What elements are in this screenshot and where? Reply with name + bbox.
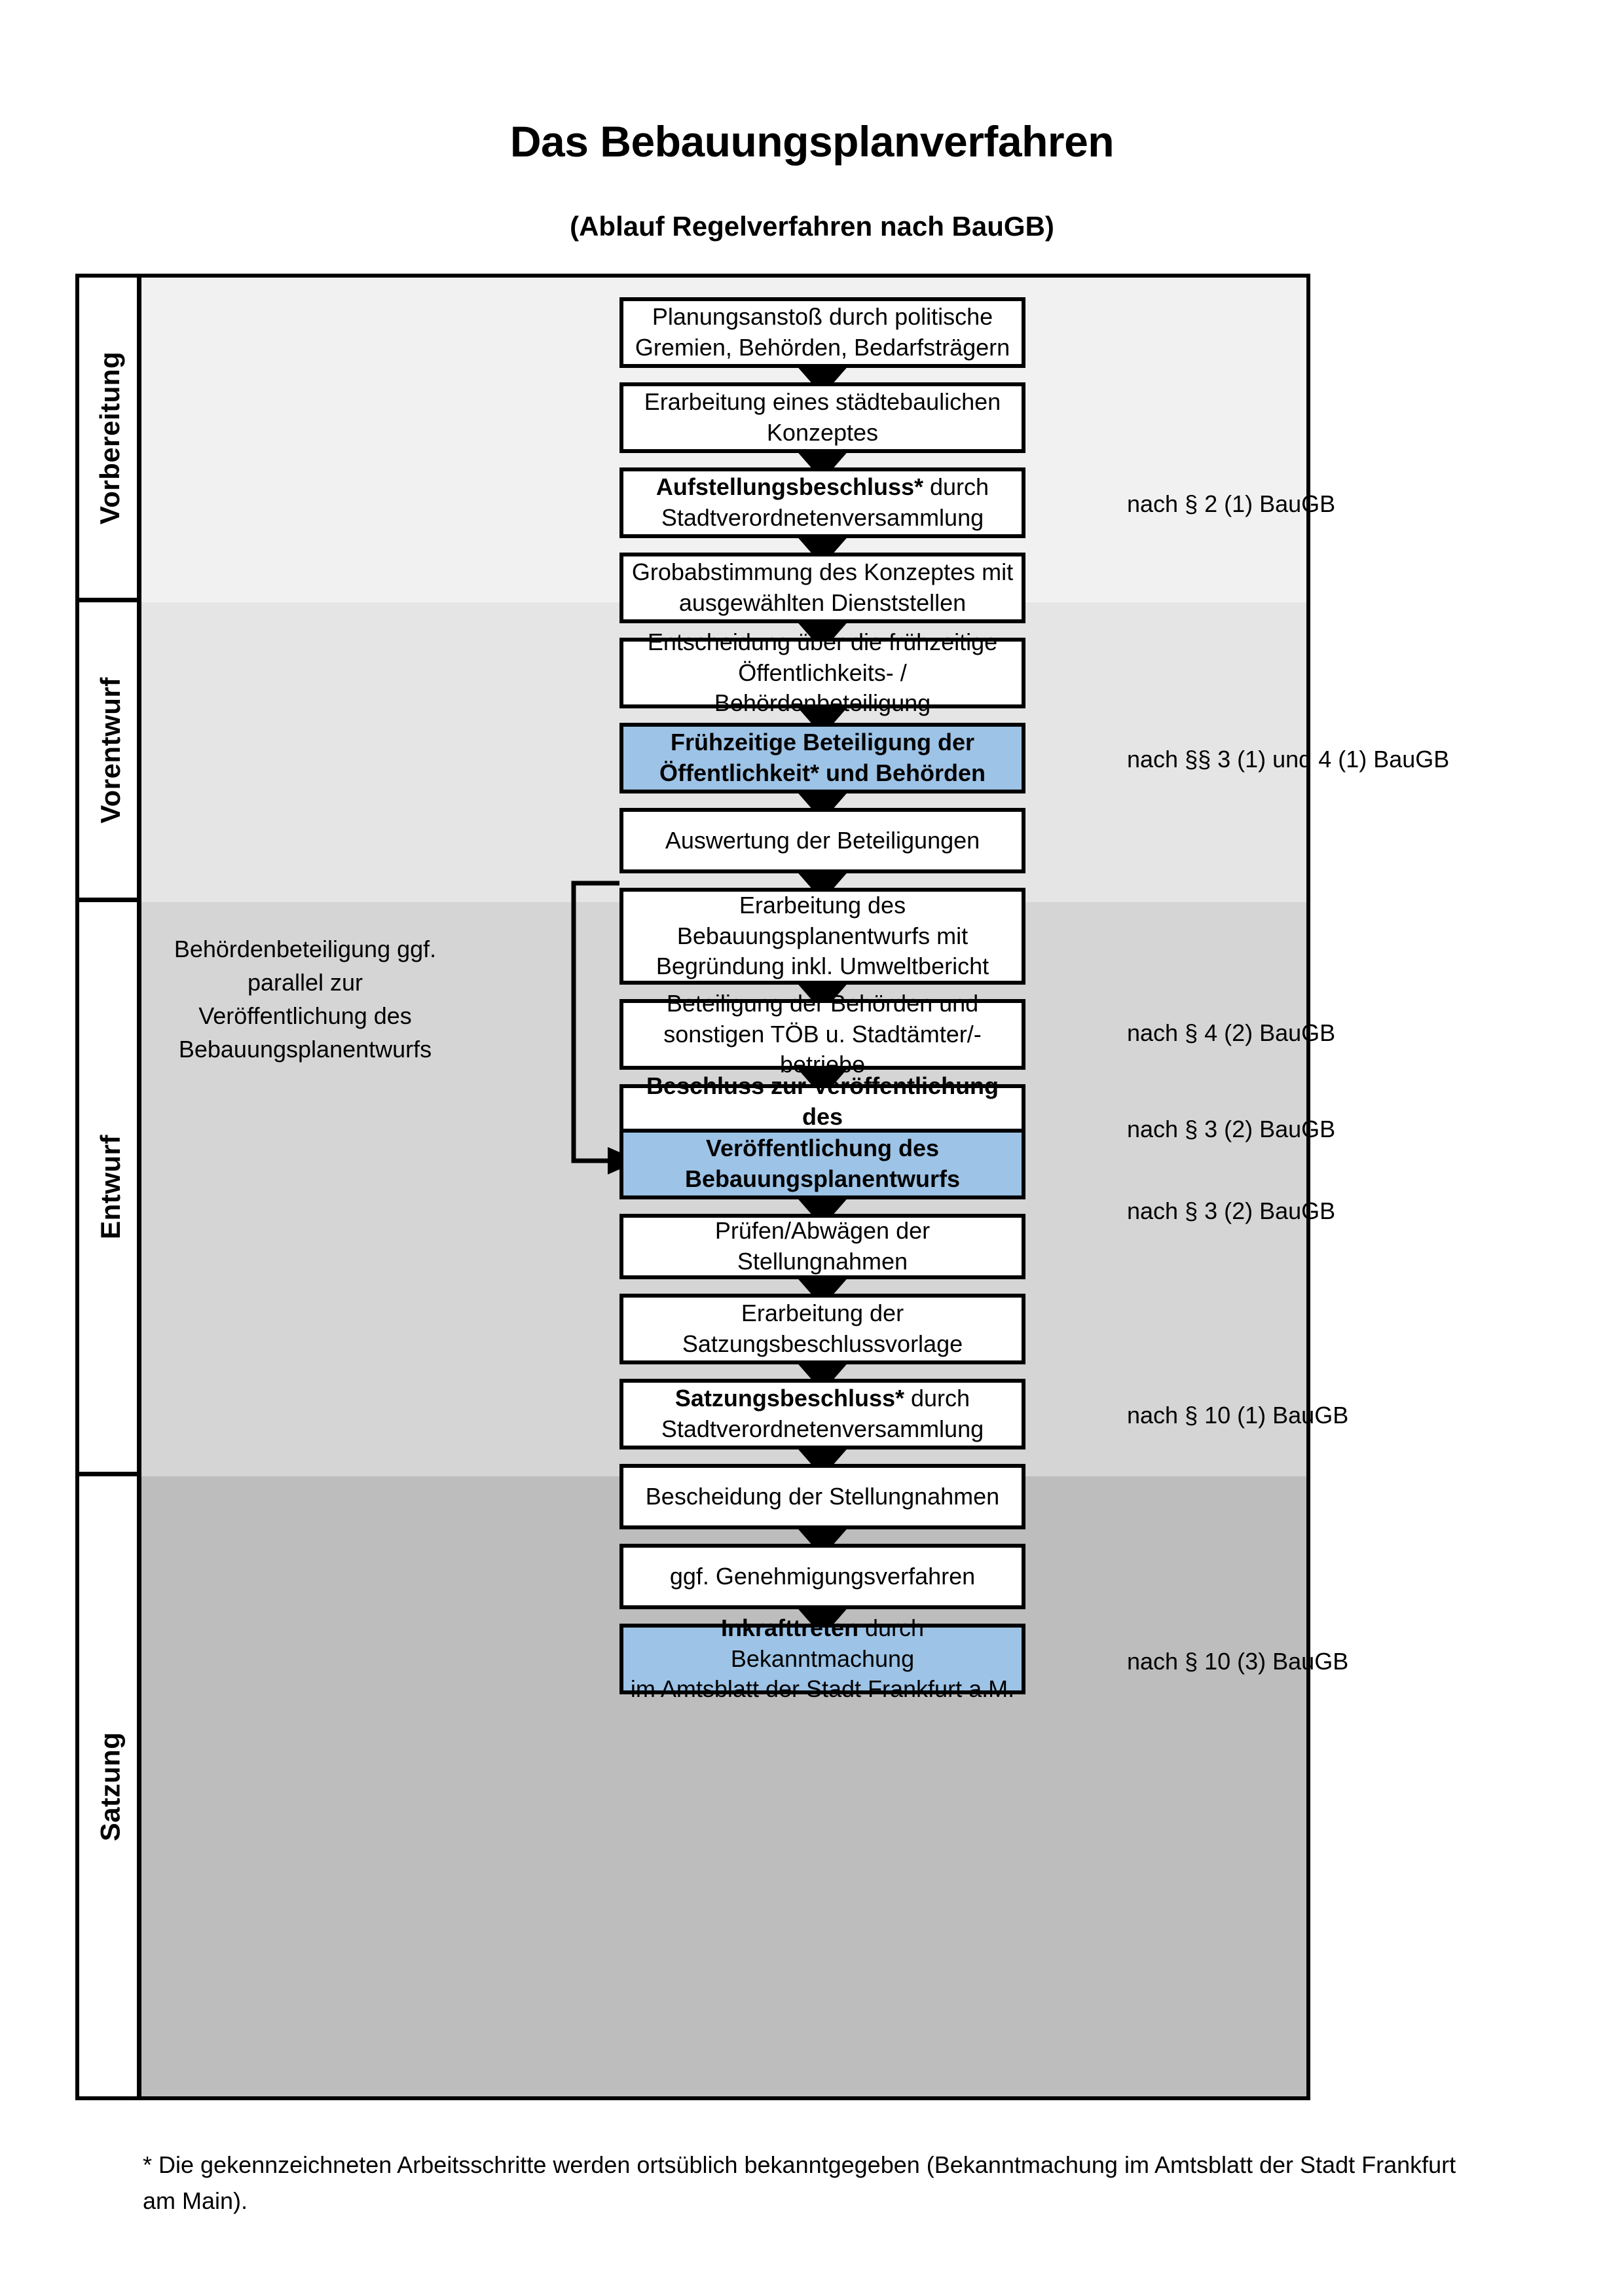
footnote-text: * Die gekennzeichneten Arbeitsschritte w…: [143, 2151, 1456, 2214]
step-box-beteiligung-behoerden-toeb[interactable]: Beteiligung der Behörden und sonstigen T…: [619, 990, 1025, 1078]
step-6-line-2: Öffentlichkeit* und Behörden: [659, 759, 986, 786]
step-16-line-1: ggf. Genehmigungsverfahren: [669, 1562, 976, 1590]
step-17-bold: Inkrafttreten: [720, 1614, 858, 1641]
step-2-line-1: Erarbeitung eines städtebaulichen: [644, 388, 1001, 416]
step-12-line-1: Prüfen/Abwägen der Stellungnahmen: [714, 1217, 931, 1275]
step-box-aufstellungsbeschluss[interactable]: Aufstellungsbeschluss* durch Stadtverord…: [619, 467, 1025, 538]
step-box-auswertung-beteiligungen[interactable]: Auswertung der Beteiligungen: [619, 808, 1025, 873]
step-box-erarbeitung-satzungsbeschlussvorlage[interactable]: Erarbeitung der Satzungsbeschlussvorlage: [619, 1294, 1025, 1364]
step-4-line-1: Grobabstimmung des Konzeptes mit: [631, 558, 1014, 586]
law-note-7: nach § 10 (3) BauGB: [1127, 1648, 1349, 1675]
phase-cell-vorbereitung: Vorbereitung: [79, 278, 141, 602]
step-box-veroeffentlichung-bebauungsplanentwurf[interactable]: Veröffentlichung des Bebauungsplanentwur…: [619, 1129, 1025, 1199]
side-note-line-3: Veröffentlichung des: [198, 1002, 412, 1030]
step-box-pruefen-abwaegen[interactable]: Prüfen/Abwägen der Stellungnahmen: [619, 1214, 1025, 1279]
step-13-line-2: Satzungsbeschlussvorlage: [682, 1330, 963, 1357]
step-box-satzungsbeschluss[interactable]: Satzungsbeschluss* durch Stadtverordnete…: [619, 1379, 1025, 1449]
step-10-line-1: Beschluss zur Veröffentlichung des: [646, 1072, 999, 1131]
step-4-line-2: ausgewählten Dienststellen: [678, 589, 967, 616]
step-9-line-2: sonstigen TÖB u. Stadtämter/-betriebe: [663, 1020, 982, 1078]
step-2-line-2: Konzeptes: [766, 419, 879, 446]
step-7-line-1: Auswertung der Beteiligungen: [665, 826, 980, 854]
phase-label-satzung: Satzung: [94, 1732, 126, 1841]
step-11-line-1: Veröffentlichung des: [705, 1135, 940, 1162]
step-9-line-1: Beteiligung der Behörden und: [666, 989, 979, 1017]
step-14-line-2: Stadtverordnetenversammlung: [661, 1415, 984, 1442]
side-note-line-1: Behördenbeteiligung: [174, 936, 391, 962]
step-box-bescheidung-stellungnahmen[interactable]: Bescheidung der Stellungnahmen: [619, 1464, 1025, 1529]
side-note-line-2: ggf. parallel zur: [247, 936, 437, 996]
step-box-entscheidung-fruehzeitige-beteiligung[interactable]: Entscheidung über die frühzeitige Öffent…: [619, 629, 1025, 716]
phase-cell-entwurf: Entwurf: [79, 902, 141, 1476]
step-box-planungsanstoss[interactable]: Planungsanstoß durch politische Gremien,…: [619, 297, 1025, 368]
phase-cell-satzung: Satzung: [79, 1476, 141, 2096]
law-note-3: nach § 4 (2) BauGB: [1127, 1019, 1336, 1046]
step-3-line-1: Aufstellungsbeschluss* durch: [656, 472, 989, 503]
page-subtitle: (Ablauf Regelverfahren nach BauGB): [570, 211, 1054, 242]
law-note-1: nach § 2 (1) BauGB: [1127, 490, 1336, 517]
step-box-genehmigungsverfahren[interactable]: ggf. Genehmigungsverfahren: [619, 1544, 1025, 1609]
step-box-inkrafttreten[interactable]: Inkrafttreten durch Bekanntmachung im Am…: [619, 1614, 1025, 1702]
phase-rail: Vorbereitung Vorentwurf Entwurf Satzung: [79, 278, 141, 2096]
flow-content: Behördenbeteiligung ggf. parallel zur Ve…: [141, 278, 1449, 2096]
step-15-line-1: Bescheidung der Stellungnahmen: [645, 1482, 1000, 1510]
step-8-line-2: Bebauungsplanentwurfs mit: [676, 922, 969, 949]
phase-label-entwurf: Entwurf: [94, 1135, 126, 1239]
step-box-staedtebauliches-konzept[interactable]: Erarbeitung eines städtebaulichen Konzep…: [619, 382, 1025, 453]
law-note-5: nach § 3 (2) BauGB: [1127, 1197, 1336, 1224]
step-8-line-3: Begründung inkl. Umweltbericht: [655, 953, 989, 980]
phase-cell-vorentwurf: Vorentwurf: [79, 602, 141, 902]
step-box-erarbeitung-bebauungsplanentwurf[interactable]: Erarbeitung des Bebauungsplanentwurfs mi…: [619, 888, 1025, 985]
side-note-line-4: Bebauungsplanentwurfs: [178, 1036, 432, 1063]
law-note-4: nach § 3 (2) BauGB: [1127, 1116, 1336, 1142]
step-3-suffix: durch: [923, 473, 989, 501]
step-14-bold: Satzungsbeschluss*: [674, 1385, 905, 1412]
step-14-suffix: durch: [904, 1385, 970, 1412]
page-title: Das Bebauungsplanverfahren: [509, 117, 1115, 166]
step-11-line-2: Bebauungsplanentwurfs: [684, 1165, 961, 1192]
phase-label-vorbereitung: Vorbereitung: [94, 351, 126, 524]
law-note-2: nach §§ 3 (1) und 4 (1) BauGB: [1127, 746, 1450, 773]
step-3-bold: Aufstellungsbeschluss*: [655, 473, 924, 501]
step-17-suffix: durch Bekanntmachung: [730, 1614, 925, 1672]
phase-label-vorentwurf: Vorentwurf: [94, 676, 126, 824]
law-note-6: nach § 10 (1) BauGB: [1127, 1402, 1349, 1429]
step-17-line-1: Inkrafttreten durch Bekanntmachung: [630, 1613, 1015, 1675]
step-3-line-2: Stadtverordnetenversammlung: [661, 504, 984, 531]
step-box-fruehzeitige-beteiligung[interactable]: Frühzeitige Beteiligung der Öffentlichke…: [619, 723, 1025, 793]
step-17-line-2: im Amtsblatt der Stadt Frankfurt a.M.: [630, 1675, 1015, 1703]
step-8-line-1: Erarbeitung des: [739, 891, 906, 919]
side-note-behoerdenbeteiligung: Behördenbeteiligung ggf. parallel zur Ve…: [164, 932, 446, 1066]
step-13-line-1: Erarbeitung der: [741, 1300, 904, 1327]
step-1-line-1: Planungsanstoß durch politische: [652, 303, 993, 331]
step-box-grobabstimmung[interactable]: Grobabstimmung des Konzeptes mit ausgewä…: [619, 553, 1025, 623]
step-5-line-1: Entscheidung über die frühzeitige: [647, 628, 998, 655]
step-1-line-2: Gremien, Behörden, Bedarfsträgern: [635, 334, 1010, 361]
step-6-line-1: Frühzeitige Beteiligung der: [670, 729, 975, 756]
step-14-line-1: Satzungsbeschluss* durch: [661, 1383, 984, 1414]
flowchart-frame: Vorbereitung Vorentwurf Entwurf Satzung …: [75, 274, 1449, 2100]
